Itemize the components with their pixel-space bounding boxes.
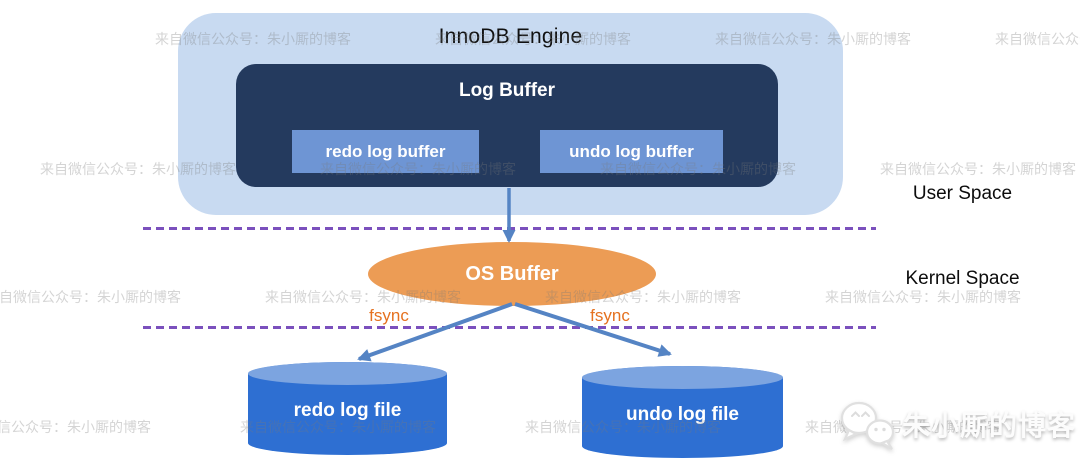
watermark-text: 来自微信公众号：朱小厮的博客 [0, 419, 151, 435]
user-space-label: User Space [912, 183, 1013, 204]
innodb-engine-container: InnoDB Engine Log Buffer redo log buffer… [178, 13, 843, 215]
log-buffer-title: Log Buffer [458, 80, 556, 101]
watermark-text: 来自微信公众号：朱小厮的博客 [880, 161, 1076, 177]
undo-log-buffer-box: undo log buffer [540, 130, 723, 173]
kernel-divider-bottom [143, 326, 876, 329]
fsync-label-left: fsync [369, 306, 409, 325]
watermark-text: 来自微信公众号：朱小厮的博客 [0, 289, 181, 305]
watermark-text: 来自微信公众号：朱小厮的博客 [995, 31, 1080, 47]
fsync-label-right: fsync [590, 306, 630, 325]
redo-log-file-label: redo log file [293, 400, 402, 421]
redo-log-buffer-box: redo log buffer [292, 130, 479, 173]
log-buffer-box: Log Buffer redo log buffer undo log buff… [236, 64, 778, 187]
os-buffer-ellipse: OS Buffer [368, 242, 656, 306]
cylinder-top [248, 362, 447, 385]
wechat-icon [840, 401, 895, 450]
redo-log-file-cylinder: redo log file [248, 362, 447, 455]
watermark-text: 来自微信公众号：朱小厮的博客 [825, 289, 1021, 305]
undo-log-file-cylinder: undo log file [582, 366, 783, 458]
blog-logo-text: 朱小厮的博客 [902, 410, 1077, 441]
user-kernel-divider-top [143, 227, 876, 230]
undo-log-file-label: undo log file [626, 404, 739, 425]
cylinder-top [582, 366, 783, 389]
kernel-space-label: Kernel Space [905, 268, 1020, 289]
blog-logo: 朱小厮的博客 [834, 390, 1076, 458]
innodb-engine-title: InnoDB Engine [438, 25, 583, 48]
